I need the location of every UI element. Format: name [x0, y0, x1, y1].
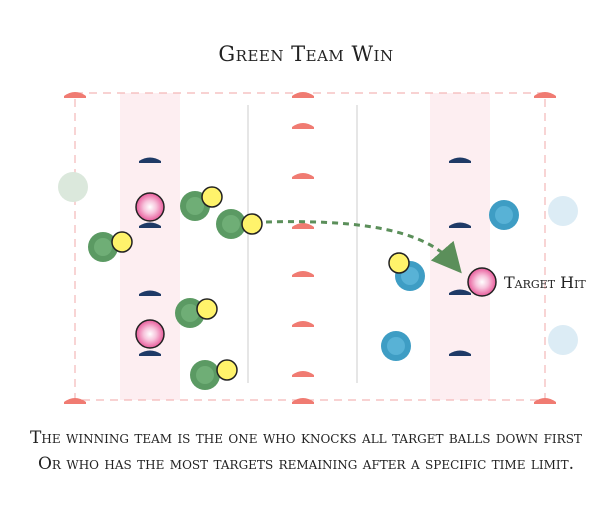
- ball: [241, 213, 263, 235]
- faded-blue-player: [548, 325, 578, 355]
- marker-stand: [139, 222, 161, 228]
- cone: [64, 398, 86, 404]
- caption-line-1: The winning team is the one who knocks a…: [30, 428, 582, 448]
- green-player: [216, 209, 246, 239]
- ball: [388, 252, 410, 274]
- green-player: [190, 360, 220, 390]
- ball: [196, 298, 218, 320]
- green-player: [88, 232, 118, 262]
- blue-player: [489, 200, 519, 230]
- target-stands: [139, 157, 471, 356]
- target-hit-label: Target Hit: [504, 273, 586, 292]
- cone: [292, 271, 314, 277]
- ball: [216, 359, 238, 381]
- marker-stand: [139, 290, 161, 296]
- cone: [292, 173, 314, 179]
- cone: [292, 371, 314, 377]
- marker-stand: [449, 157, 471, 163]
- cone: [292, 92, 314, 98]
- cone: [64, 92, 86, 98]
- cone: [292, 223, 314, 229]
- target-ball-hit: [467, 267, 497, 297]
- caption-line-2: Or who has the most targets remaining af…: [37, 454, 575, 474]
- cones: [64, 92, 556, 404]
- cone: [534, 92, 556, 98]
- marker-stand: [139, 157, 161, 163]
- balls: [111, 186, 410, 381]
- pass-arrow: [265, 220, 462, 274]
- caption: The winning team is the one who knocks a…: [0, 425, 612, 477]
- diagram-title: Green Team Win: [218, 42, 394, 66]
- target-ball: [135, 319, 165, 349]
- cone: [292, 321, 314, 327]
- marker-stand: [449, 289, 471, 295]
- cone: [292, 398, 314, 404]
- marker-stand: [449, 222, 471, 228]
- marker-stand: [139, 350, 161, 356]
- marker-stand: [449, 350, 471, 356]
- target-ball: [135, 192, 165, 222]
- faded-green-player: [58, 172, 88, 202]
- cone: [292, 123, 314, 129]
- faded-blue-player: [548, 196, 578, 226]
- cone: [534, 398, 556, 404]
- ball: [201, 186, 223, 208]
- ball: [111, 231, 133, 253]
- target-balls: [135, 192, 497, 349]
- blue-player: [381, 331, 411, 361]
